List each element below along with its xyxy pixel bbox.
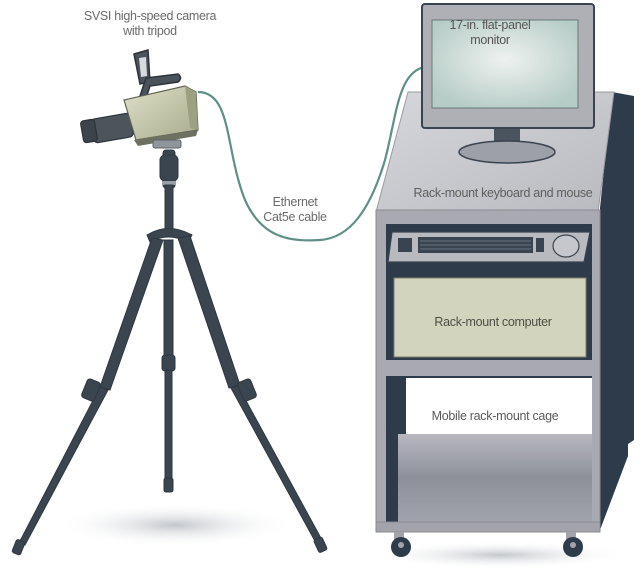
camera	[80, 49, 199, 149]
monitor	[421, 3, 595, 164]
camera-label: SVSI high-speed camera with tripod	[70, 9, 230, 39]
tripod-shadow	[55, 503, 295, 547]
computer-label: Rack-mount computer	[434, 315, 552, 329]
keyboard-label: Rack-mount keyboard and mouse	[413, 186, 593, 200]
cage-label: Mobile rack-mount cage	[431, 409, 559, 423]
tripod	[11, 149, 328, 556]
monitor-label-line1: 17-in. flat-panel	[449, 18, 531, 32]
monitor-label: 17-in. flat-panel monitor	[430, 18, 550, 48]
monitor-label-line2: monitor	[470, 33, 510, 47]
caster-right	[563, 532, 583, 557]
camera-label-line2: with tripod	[123, 24, 177, 38]
ethernet-label-line2: Cat5e cable	[263, 210, 327, 224]
caster-left	[391, 532, 411, 557]
camera-label-line1: SVSI high-speed camera	[83, 9, 217, 23]
ethernet-label: Ethernet Cat5e cable	[240, 195, 350, 225]
mouse	[552, 234, 580, 258]
ethernet-cable	[197, 64, 433, 242]
keyboard	[398, 237, 544, 253]
ethernet-label-line1: Ethernet	[272, 195, 318, 209]
